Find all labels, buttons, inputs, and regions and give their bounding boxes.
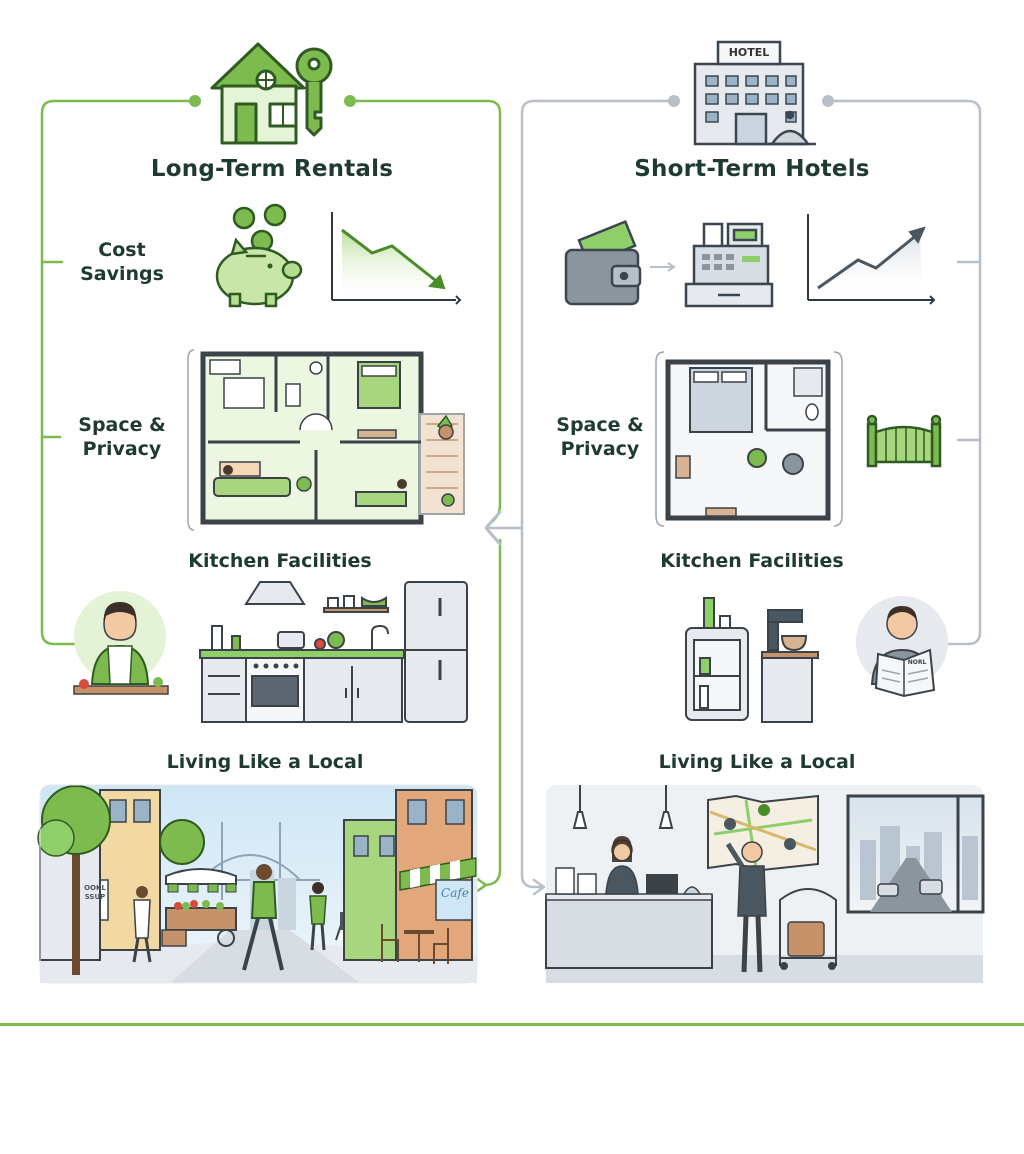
hotel-lobby-icon (545, 785, 985, 983)
trend-down-chart-icon (331, 212, 462, 305)
cash-register-icon (684, 222, 774, 308)
right-space-label-line1: Space & (556, 414, 644, 436)
right-local-title: Living Like a Local (658, 751, 856, 773)
house-key-icon (210, 42, 333, 145)
right-connector-dot-2 (822, 95, 834, 107)
left-space-label-line2: Privacy (82, 438, 162, 460)
bottom-divider (0, 1023, 1024, 1026)
left-local-title: Living Like a Local (166, 751, 364, 773)
hotel-sign: HOTEL (728, 46, 770, 59)
hotel-room-floorplan-icon (655, 351, 843, 527)
street-scene-icon (37, 784, 478, 984)
right-space-label-line2: Privacy (560, 438, 640, 460)
right-kitchen-title: Kitchen Facilities (660, 550, 844, 572)
left-column-title: Long-Term Rentals (150, 156, 394, 182)
left-kitchen-title: Kitchen Facilities (188, 550, 372, 572)
piggy-bank-icon (215, 203, 303, 308)
coffee-maker-icon (761, 609, 819, 723)
hotel-building-icon (693, 40, 816, 146)
left-cost-savings-label: Cost Savings (62, 238, 182, 286)
left-space-privacy-label: Space & Privacy (62, 413, 182, 461)
left-connector-dot-2 (344, 95, 356, 107)
minifridge-icon (685, 597, 749, 721)
trend-up-chart-icon (807, 214, 936, 305)
newspaper-text: NORL (907, 659, 927, 666)
full-kitchen-icon (199, 581, 468, 723)
shop-sign-line2: SSUP (84, 893, 106, 901)
newspaper-reader-icon (856, 596, 948, 698)
right-column-title: Short-Term Hotels (634, 156, 870, 182)
left-space-label-line1: Space & (78, 414, 166, 436)
right-space-privacy-label: Space & Privacy (540, 413, 660, 461)
flow-arrow (650, 262, 676, 272)
shop-sign-line1: OOKL (84, 884, 106, 892)
fence-icon (866, 414, 942, 468)
cook-person-icon (73, 591, 169, 695)
right-connector-dot-1 (668, 95, 680, 107)
shop-sign: OOKL SSUP (82, 884, 108, 902)
left-connector-dot-1 (189, 95, 201, 107)
wallet-icon (564, 219, 642, 306)
cafe-sign: Cafe (441, 886, 469, 900)
apartment-floorplan-icon (187, 349, 465, 531)
right-connector-lines (484, 99, 982, 896)
left-cost-label-line2: Savings (80, 263, 164, 285)
left-cost-label-line1: Cost (98, 239, 146, 261)
